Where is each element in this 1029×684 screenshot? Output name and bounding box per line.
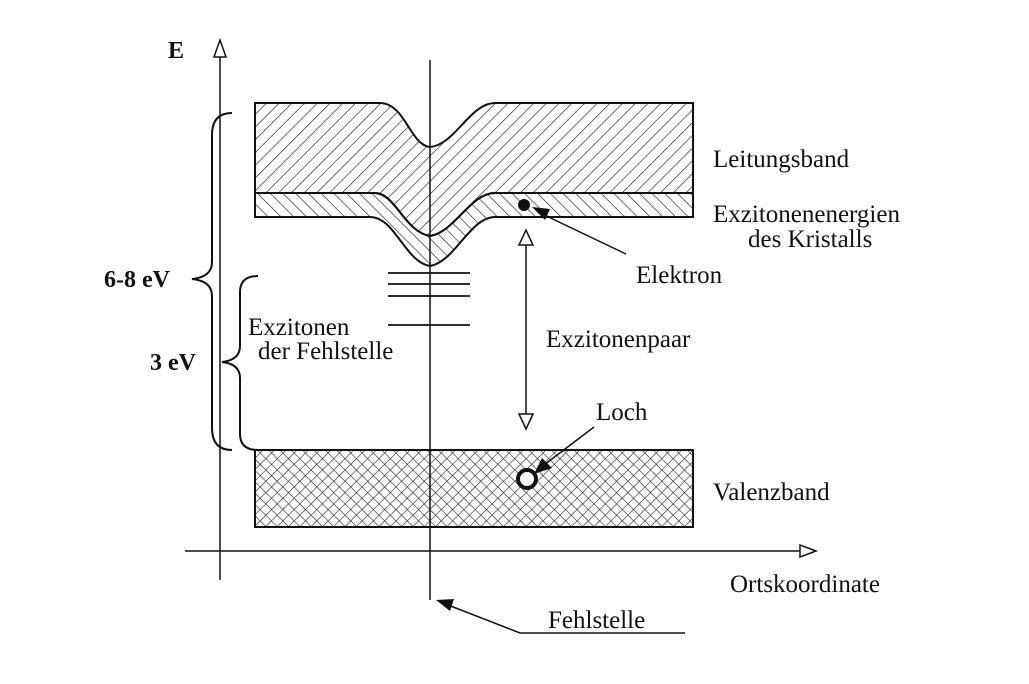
exciton-pair-arrow-up-icon (517, 228, 535, 246)
valence-band-label: Valenzband (713, 479, 830, 506)
defect-levels-label-line1: Exzitonen (248, 314, 350, 341)
defect-gap-energy-label: 3 eV (150, 350, 197, 376)
conduction-band-label: Leitungsband (713, 146, 850, 173)
band-gap-brace (191, 112, 233, 451)
electron-pointer-head-icon (532, 207, 550, 220)
band-gap-energy-label: 6-8 eV (104, 267, 171, 293)
hole-label: Loch (596, 399, 648, 426)
exciton-pair-arrow-down-icon (517, 413, 535, 431)
position-axis-label: Ortskoordinate (730, 571, 880, 598)
electron-dot (518, 199, 530, 211)
position-axis-arrow-icon (799, 543, 819, 559)
defect-pointer (447, 604, 545, 634)
hole-pointer (539, 426, 595, 469)
defect-position-label: Fehlstelle (548, 607, 645, 634)
exciton-crystal-band (254, 192, 694, 268)
energy-axis-arrow-icon (212, 37, 228, 58)
defect-levels (388, 272, 470, 326)
electron-label: Elektron (636, 262, 723, 289)
defect-levels-label-line2: der Fehlstelle (258, 338, 393, 365)
defect-pointer-head-icon (436, 599, 454, 611)
electron-pointer (537, 211, 627, 255)
energy-axis-label: E (168, 38, 184, 64)
exciton-crystal-label-line1: Exzitonenenergien (713, 201, 900, 228)
exciton-pair-label: Exzitonenpaar (546, 326, 691, 353)
valence-band (254, 449, 694, 528)
defect-gap-brace (221, 275, 259, 451)
exciton-crystal-label-line2: des Kristalls (748, 226, 872, 253)
hole-pointer-head-icon (534, 458, 552, 474)
hole-circle (516, 468, 538, 490)
